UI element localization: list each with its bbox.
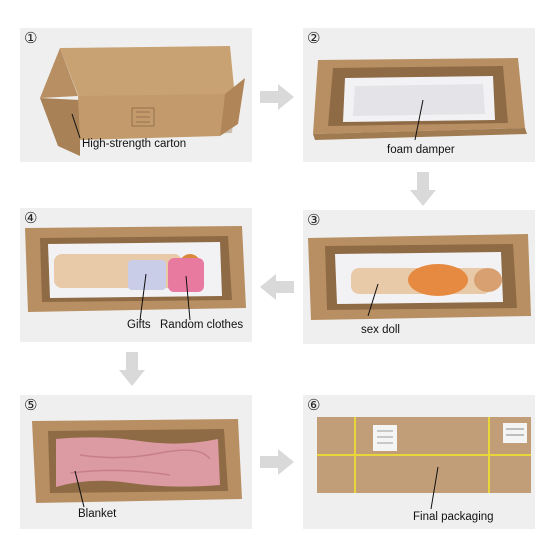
step-3-caption: sex doll bbox=[361, 324, 400, 336]
step-6-number: ⑥ bbox=[307, 396, 321, 414]
step-3-number: ③ bbox=[307, 211, 321, 229]
step-5-panel: ⑤ Blanket bbox=[20, 395, 252, 529]
step-5-number: ⑤ bbox=[24, 396, 38, 414]
step-4-caption-gifts: Gifts bbox=[127, 319, 151, 331]
step-4-number: ④ bbox=[24, 209, 38, 227]
arrow-right-icon bbox=[260, 84, 294, 110]
step-2-number: ② bbox=[307, 29, 321, 47]
arrow-left-icon bbox=[260, 274, 294, 300]
step-2-panel: ② foam damper bbox=[303, 28, 535, 162]
step-3-panel: ③ sex doll bbox=[303, 210, 535, 344]
step-1-number: ① bbox=[24, 29, 38, 47]
step-4-caption-clothes: Random clothes bbox=[160, 319, 244, 331]
step-1-panel: ① High-strength carton bbox=[20, 28, 252, 162]
sealed-box-image bbox=[317, 417, 531, 510]
carton-with-blanket-image bbox=[32, 419, 242, 508]
carton-with-foam-image bbox=[313, 58, 527, 141]
step-6-panel: ⑥ Final packaging bbox=[303, 395, 535, 529]
step-2-caption: foam damper bbox=[387, 144, 455, 156]
open-carton-image bbox=[40, 46, 245, 156]
carton-with-gifts-image bbox=[25, 226, 246, 321]
step-4-panel: ④ Gifts Random clothes bbox=[20, 208, 252, 342]
arrow-right-icon bbox=[260, 449, 294, 475]
step-6-caption: Final packaging bbox=[413, 511, 494, 523]
arrow-down-icon bbox=[410, 172, 436, 206]
carton-with-doll-image bbox=[308, 234, 531, 320]
arrow-down-icon bbox=[119, 352, 145, 386]
step-5-caption: Blanket bbox=[78, 508, 117, 520]
step-1-caption: High-strength carton bbox=[82, 138, 187, 150]
